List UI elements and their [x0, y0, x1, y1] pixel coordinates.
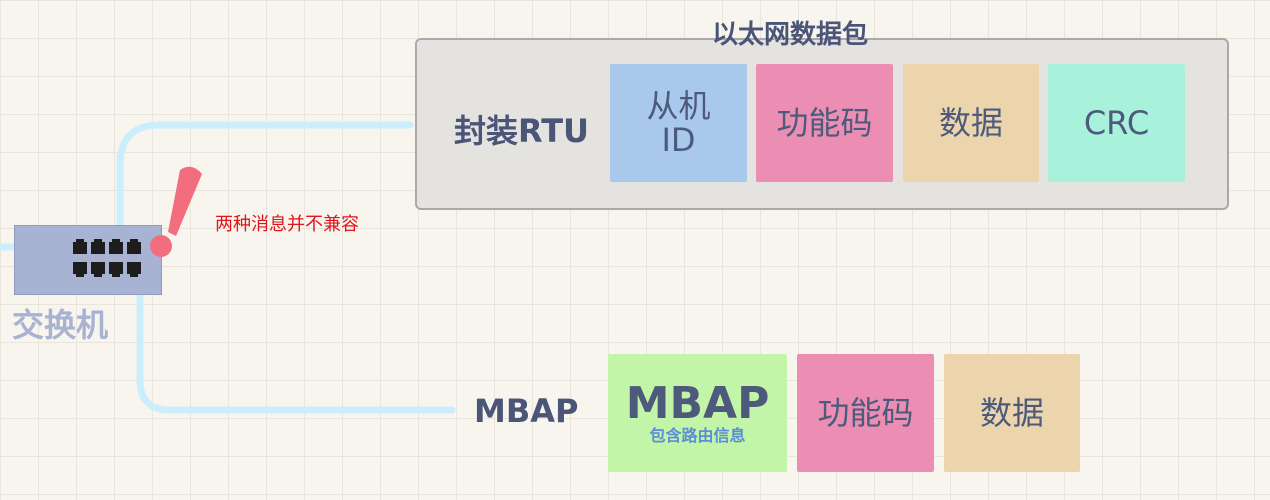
switch-device — [14, 225, 162, 295]
exclamation-icon — [150, 166, 202, 257]
mbap-function-code-field: 功能码 — [797, 354, 934, 472]
crc-field: CRC — [1048, 64, 1185, 182]
incompatible-warning: 两种消息并不兼容 — [215, 214, 359, 235]
mbap-field-label: MBAP — [625, 378, 770, 429]
rtu-wrap-label: 封装RTU — [454, 112, 590, 150]
switch-label: 交换机 — [12, 306, 109, 344]
mbap-label: MBAP — [474, 392, 579, 430]
slave-id-field: 从机 ID — [610, 64, 747, 182]
ethernet-packet-title: 以太网数据包 — [711, 20, 868, 50]
mbap-field: MBAP 包含路由信息 — [608, 354, 787, 472]
switch-ports-icon — [73, 239, 141, 277]
mbap-field-sub: 包含路由信息 — [649, 426, 746, 445]
mbap-data-field: 数据 — [944, 354, 1080, 472]
data-field: 数据 — [903, 64, 1039, 182]
function-code-field: 功能码 — [756, 64, 893, 182]
